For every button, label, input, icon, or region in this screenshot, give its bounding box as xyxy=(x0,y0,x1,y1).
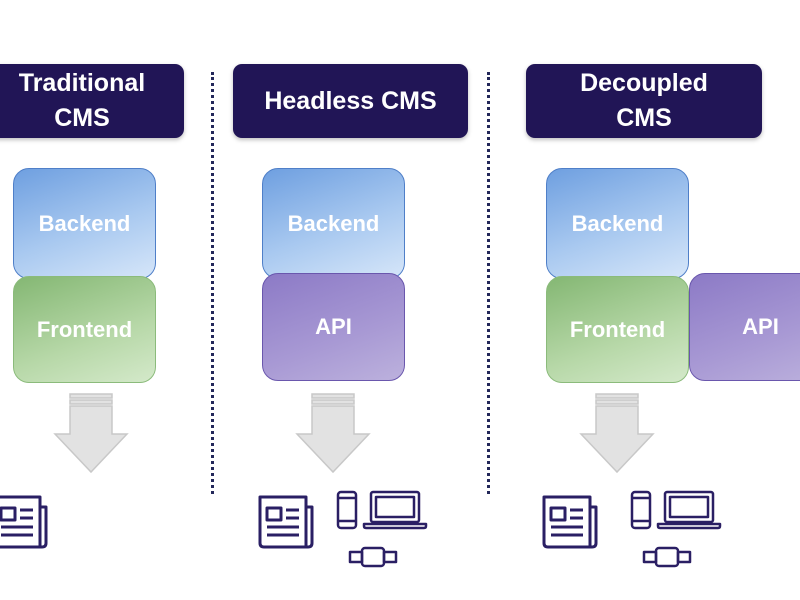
headless-backend-block: Backend xyxy=(262,168,405,279)
headless-api-block: API xyxy=(262,273,405,381)
laptop-icon xyxy=(362,490,428,530)
smartwatch-icon xyxy=(348,546,398,568)
down-arrow-icon xyxy=(579,393,655,474)
newspaper-icon xyxy=(258,495,314,549)
phone-icon xyxy=(630,490,652,530)
header-headless-cms: Headless CMS xyxy=(233,64,468,138)
header-traditional-cms: Traditional CMS xyxy=(0,64,184,138)
down-arrow-icon xyxy=(295,393,371,474)
down-arrow-icon xyxy=(53,393,129,474)
column-divider-right xyxy=(487,72,490,494)
traditional-frontend-block: Frontend xyxy=(13,276,156,383)
column-divider-left xyxy=(211,72,214,494)
smartwatch-icon xyxy=(642,546,692,568)
newspaper-icon xyxy=(0,495,48,549)
phone-icon xyxy=(336,490,358,530)
laptop-icon xyxy=(656,490,722,530)
header-decoupled-cms: Decoupled CMS xyxy=(526,64,762,138)
decoupled-api-block: API xyxy=(689,273,800,381)
newspaper-icon xyxy=(542,495,598,549)
decoupled-frontend-block: Frontend xyxy=(546,276,689,383)
decoupled-backend-block: Backend xyxy=(546,168,689,279)
traditional-backend-block: Backend xyxy=(13,168,156,279)
